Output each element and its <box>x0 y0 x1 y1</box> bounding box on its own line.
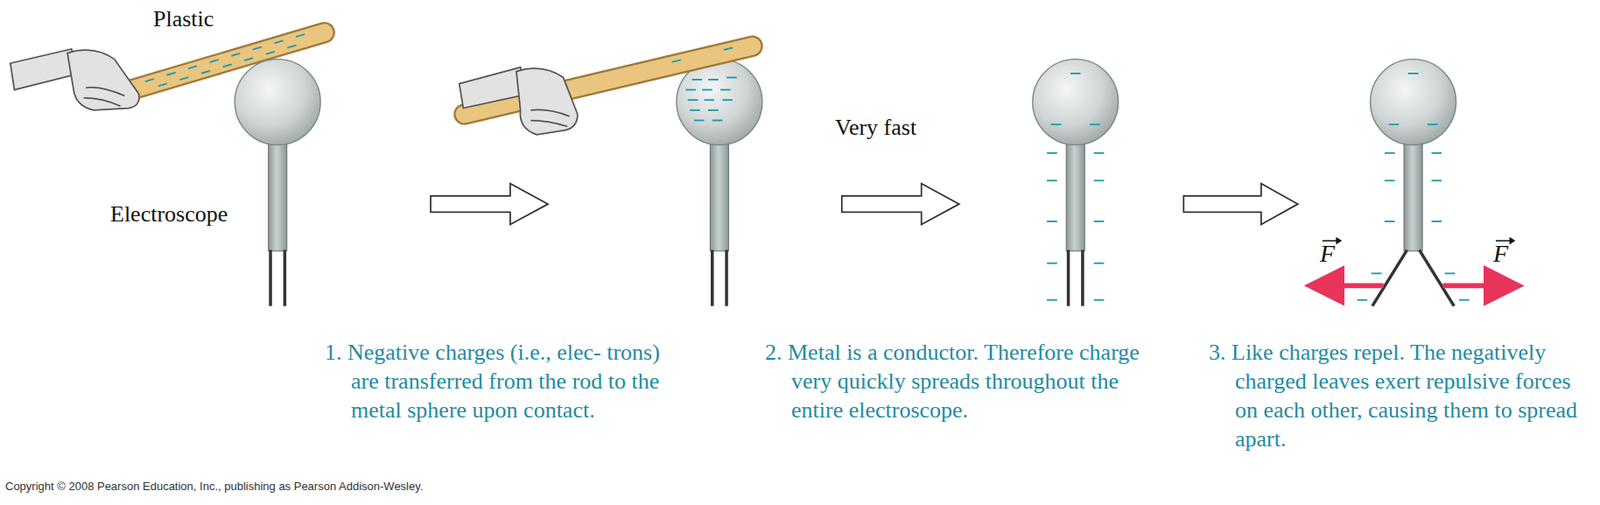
step-caption: 3. Like charges repel. The negatively ch… <box>1208 337 1586 454</box>
step-arrow <box>1183 183 1299 225</box>
speed-note: Very fast <box>835 113 917 141</box>
force-label: F <box>1319 239 1335 268</box>
part-label: Electroscope <box>110 200 228 228</box>
copyright-note: Copyright © 2008 Pearson Education, Inc.… <box>5 479 423 493</box>
electroscope <box>234 59 321 307</box>
electroscope <box>676 59 763 307</box>
electroscope <box>1313 59 1514 307</box>
step-arrow <box>430 183 548 225</box>
hand <box>10 49 140 111</box>
force-arrow <box>1313 285 1514 287</box>
hand <box>459 67 578 135</box>
force-label: F <box>1493 239 1509 268</box>
electroscope <box>1032 59 1119 307</box>
material-label: Plastic <box>153 5 214 33</box>
step-caption: 2. Metal is a conductor. Therefore charg… <box>764 337 1151 425</box>
vector-accent <box>1322 238 1515 244</box>
step-caption: 1. Negative charges (i.e., elec- trons) … <box>324 337 693 425</box>
step-arrow <box>842 183 960 225</box>
